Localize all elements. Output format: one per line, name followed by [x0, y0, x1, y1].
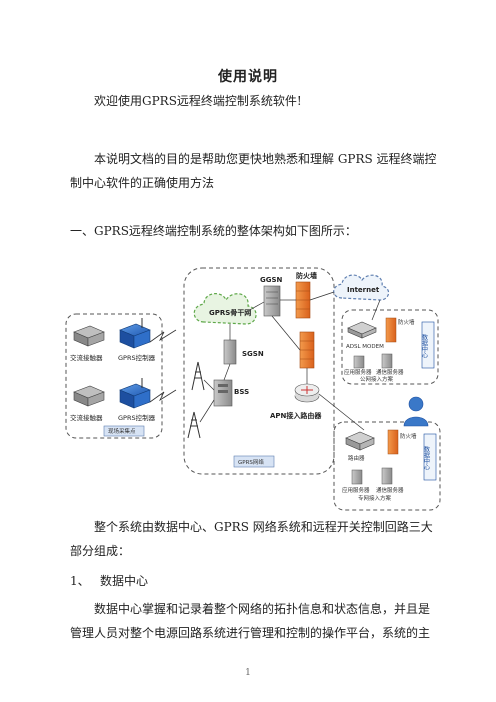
router-label: 路由器 — [348, 454, 365, 462]
wireless-link — [149, 329, 177, 343]
internet-label: Internet — [347, 286, 380, 294]
app-server-bottom-label: 应用服务器 — [342, 486, 370, 494]
field-point-boundary — [65, 313, 163, 439]
comm-server-top-label: 通信服务器 — [376, 368, 404, 376]
firewall-bottom-label: 防火墙 — [400, 432, 417, 440]
private-access-label: 专网接入方案 — [358, 494, 392, 502]
comm-server-icon — [381, 467, 393, 485]
data-center-top-label: 数据中心 — [421, 333, 428, 358]
data-center-bottom-label: 数据中心 — [423, 445, 430, 470]
app-server-icon — [353, 355, 365, 369]
gprs-controller-icon — [119, 378, 151, 409]
router-icon — [345, 431, 375, 451]
purpose-line-2: 制中心软件的正确使用方法 — [70, 176, 215, 190]
gprs-network-label: GPRS网络 — [238, 458, 264, 466]
apn-router-icon — [294, 383, 320, 403]
architecture-diagram: GPRS骨干网 Internet GGSN 防火墙 — [64, 262, 444, 514]
firewall-top-right-icon — [385, 317, 397, 343]
welcome-text: 欢迎使用GPRS远程终端控制系统软件! — [94, 94, 302, 108]
ac-contactor-label-1: 交流接触器 — [70, 353, 103, 362]
antenna-tower-icon — [191, 361, 205, 391]
gprs-controller-icon — [119, 318, 151, 349]
apn-router-label: APN接入路由器 — [270, 411, 322, 420]
operator-user-icon — [403, 396, 429, 427]
internet-cloud: Internet — [333, 274, 390, 301]
sgsn-server-icon — [223, 339, 237, 365]
description-line-2: 管理人员对整个电源回路系统进行管理和控制的操作平台，系统的主 — [70, 626, 431, 640]
public-access-boundary — [341, 309, 439, 385]
list-item-number: 1、 — [70, 574, 90, 588]
gprs-controller-label-1: GPRS控制器 — [118, 353, 156, 362]
gprs-backbone-label: GPRS骨干网 — [209, 308, 251, 317]
overview-line-1: 整个系统由数据中心、GPRS 网络系统和远程开关控制回路三大 — [94, 520, 433, 534]
app-server-top-label: 应用服务器 — [344, 368, 372, 376]
document-title: 使用说明 — [218, 69, 278, 85]
comm-server-icon — [381, 353, 393, 369]
private-access-boundary — [333, 421, 441, 511]
bss-server-icon — [213, 379, 233, 407]
gprs-backbone-cloud: GPRS骨干网 — [193, 293, 257, 325]
ac-contactor-label-2: 交流接触器 — [70, 413, 103, 422]
antenna-tower-icon — [187, 411, 201, 439]
overview-line-2: 部分组成： — [70, 544, 131, 558]
sgsn-label: SGSN — [242, 350, 264, 358]
ggsn-server-icon — [263, 285, 281, 317]
firewall-middle-icon — [299, 331, 315, 369]
adsl-modem-label: ADSL MODEM — [346, 344, 384, 350]
public-access-label: 公网接入方案 — [360, 375, 394, 383]
purpose-line-1: 本说明文档的目的是帮助您更快地熟悉和理解 GPRS 远程终端控 — [94, 152, 437, 166]
adsl-modem-icon — [347, 321, 377, 339]
app-server-icon — [351, 469, 363, 485]
ggsn-label: GGSN — [260, 276, 283, 284]
field-point-label: 现场采集点 — [108, 427, 136, 435]
section-heading-1: 一、GPRS远程终端控制系统的整体架构如下图所示： — [70, 224, 357, 238]
firewall-icon — [295, 281, 311, 319]
wireless-link — [149, 389, 177, 403]
firewall-bottom-right-icon — [387, 429, 399, 455]
bss-label: BSS — [234, 388, 249, 396]
list-item-title: 数据中心 — [100, 574, 149, 588]
ac-contactor-icon — [73, 385, 105, 407]
page-number: 1 — [245, 668, 251, 678]
firewall-top-label: 防火墙 — [398, 318, 415, 326]
description-line-1: 数据中心掌握和记录着整个网络的拓扑信息和状态信息，并且是 — [94, 602, 431, 616]
firewall-label: 防火墙 — [296, 271, 317, 280]
gprs-controller-label-2: GPRS控制器 — [118, 413, 156, 422]
comm-server-bottom-label: 通信服务器 — [376, 486, 404, 494]
network-links — [199, 291, 381, 431]
gprs-network-boundary — [183, 267, 335, 475]
ac-contactor-icon — [73, 325, 105, 347]
